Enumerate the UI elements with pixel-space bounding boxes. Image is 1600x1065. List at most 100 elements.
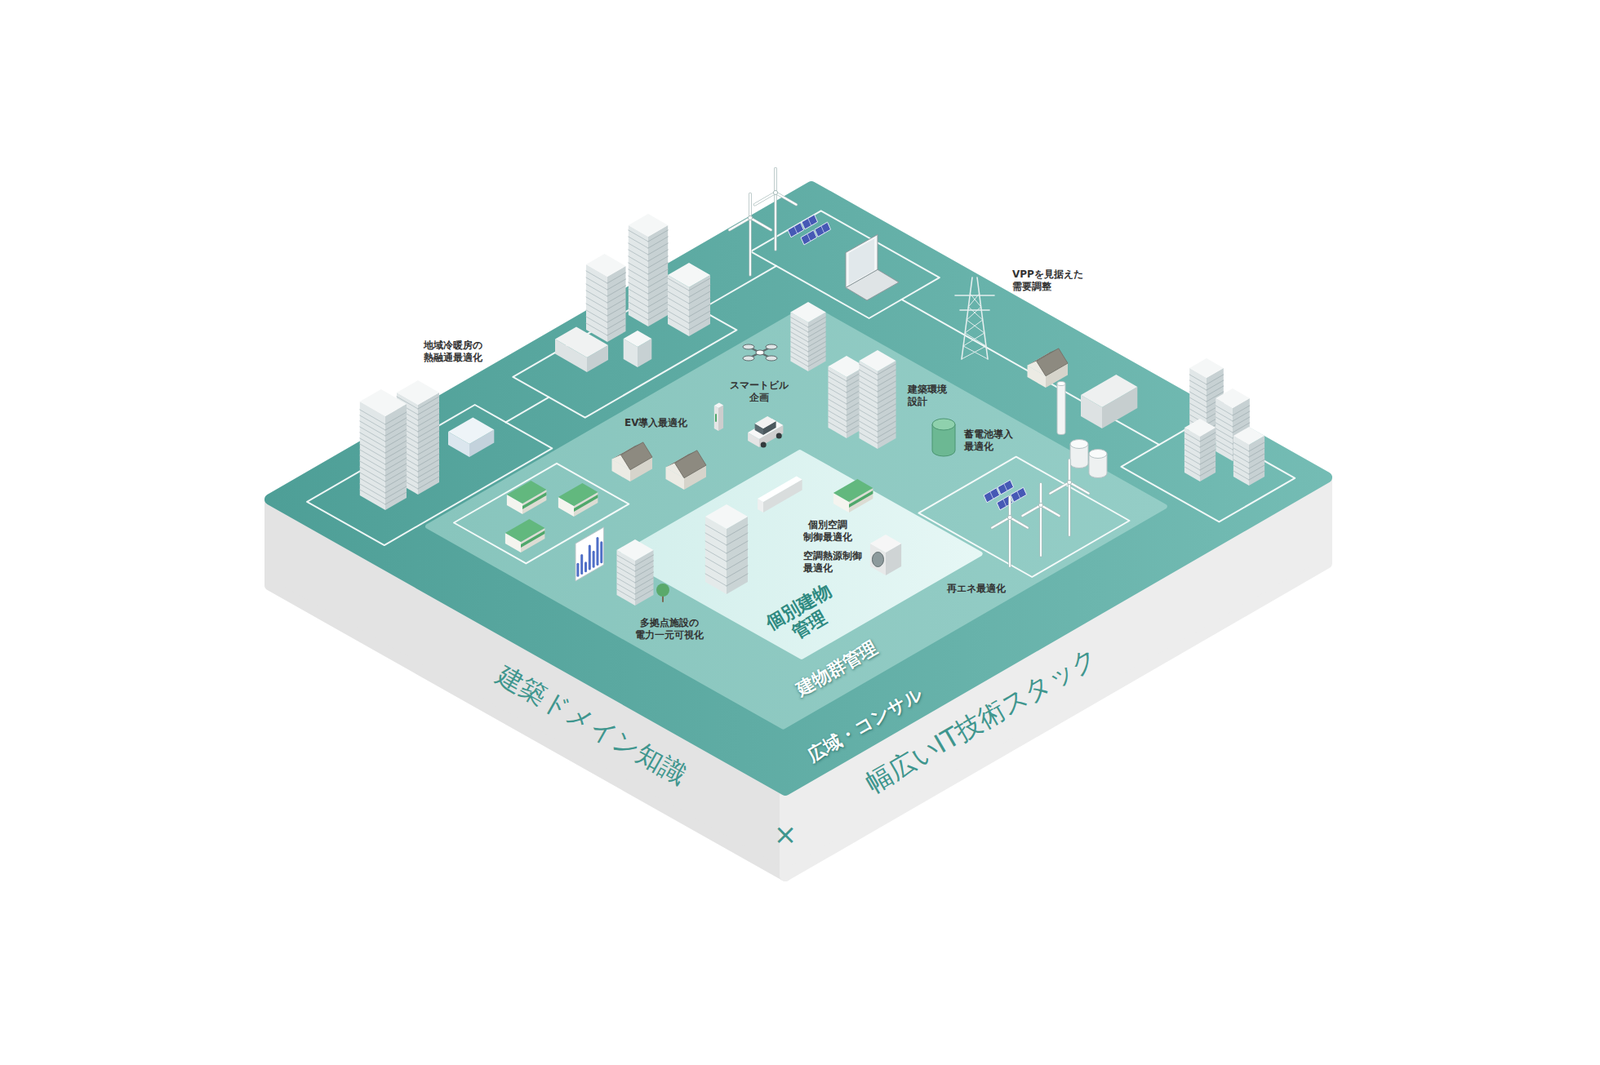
- tower-floor: [417, 465, 440, 478]
- drone-body: [755, 350, 765, 356]
- solar-grid: [990, 491, 994, 499]
- office-tower-floor: [877, 404, 897, 415]
- wire-loop: [453, 463, 629, 565]
- turbine-blade: [775, 192, 796, 205]
- tower-floor: [1215, 417, 1233, 427]
- facility-building-floor: [635, 583, 654, 595]
- turbine-blade: [1008, 497, 1011, 518]
- drone-rotor: [765, 344, 778, 350]
- low-building: [623, 330, 653, 347]
- office-tower-floor: [877, 432, 897, 444]
- tower-floor: [360, 466, 386, 482]
- side-label: 建築ドメイン知識: [491, 658, 693, 792]
- tower-floor: [1200, 455, 1216, 465]
- tower-floor: [385, 469, 407, 482]
- tower-floor: [385, 429, 407, 442]
- callout-label: VPPを見据えた 需要調整: [1012, 268, 1084, 294]
- smart-building-floor: [790, 332, 809, 343]
- drone-rotor: [742, 355, 755, 361]
- outdoor-unit-fan: [871, 552, 884, 568]
- tower-floor: [1200, 444, 1216, 454]
- office-tower-floor: [648, 288, 668, 301]
- office-building-floor: [607, 292, 627, 303]
- row-house: [833, 479, 874, 503]
- office-building-floor: [688, 311, 711, 324]
- smart-building: [790, 312, 809, 373]
- turbine-blade: [1049, 482, 1070, 494]
- callout-label: 地域冷暖房の 熱融通最適化: [423, 339, 483, 365]
- chart-bar: [595, 537, 599, 565]
- turbine-tower: [773, 192, 777, 250]
- turbine-blade: [1069, 482, 1089, 494]
- turbine-blade: [1039, 484, 1043, 506]
- office-tower-floor: [628, 275, 649, 288]
- facility-building-floor: [616, 589, 636, 600]
- ev-charger: [718, 405, 724, 432]
- tower: [1200, 427, 1216, 482]
- tower-floor: [360, 421, 386, 436]
- wire-loop: [751, 210, 940, 319]
- tower-floor: [417, 419, 440, 432]
- battery: [932, 418, 956, 431]
- office-tower-floor: [628, 230, 649, 242]
- tower-floor: [1215, 422, 1233, 433]
- solar-grid: [1003, 499, 1007, 507]
- office-building: [828, 366, 848, 439]
- tower-floor: [360, 444, 386, 459]
- tower-floor: [360, 426, 386, 442]
- turbine-blade: [1040, 484, 1042, 506]
- turbine-blade: [755, 192, 776, 205]
- tower: [1189, 358, 1224, 378]
- office-tower-floor: [628, 288, 649, 301]
- tower-floor: [1248, 453, 1265, 463]
- office-tower-floor: [648, 262, 668, 275]
- chart-panel: [575, 527, 605, 582]
- smart-building-floor: [790, 342, 809, 353]
- office-tower-floor: [877, 369, 897, 381]
- tower-floor: [1215, 434, 1233, 445]
- office-building-floor: [607, 311, 627, 323]
- wire-layer: [306, 210, 1295, 578]
- tower-floor: [385, 486, 407, 499]
- solar-panel: [801, 214, 818, 230]
- office-building-floor: [607, 279, 627, 290]
- office-tower-floor: [628, 256, 649, 268]
- callout-label: 多拠点施設の 電力一元可視化: [635, 617, 704, 642]
- office-tower-floor: [628, 243, 649, 255]
- smart-building-floor: [808, 327, 827, 338]
- pylon-lattice: [964, 320, 983, 334]
- office-building-floor: [827, 376, 847, 387]
- solar-grid: [821, 226, 825, 234]
- office-tower-floor: [648, 275, 668, 288]
- pylon-lattice: [966, 306, 981, 320]
- smart-building-floor: [808, 337, 827, 348]
- turbine-tower: [749, 217, 752, 276]
- pylon-lattice: [966, 320, 985, 334]
- solar-panel: [800, 230, 818, 245]
- pylon: [960, 309, 990, 312]
- tower-floor: [417, 459, 440, 472]
- office-building-floor: [586, 290, 608, 303]
- tower-floor: [417, 436, 440, 449]
- tower-floor: [1248, 471, 1265, 480]
- office-building-floor: [607, 285, 627, 297]
- tower-floor: [1189, 408, 1207, 419]
- tower-floor: [360, 409, 386, 425]
- facility-building-floor: [616, 560, 636, 572]
- row-house-awning: [520, 530, 545, 548]
- side-label: 幅広いIT技術スタック: [860, 640, 1105, 800]
- office-building-floor: [586, 271, 608, 284]
- cooling-tower: [1088, 449, 1107, 459]
- turbine-blade: [1022, 505, 1041, 516]
- solar-grid: [1017, 491, 1021, 499]
- row-house-awning: [573, 494, 598, 512]
- tower: [417, 392, 440, 495]
- tower-floor: [417, 442, 440, 455]
- office-building-floor: [688, 297, 711, 311]
- inner-building: [726, 516, 748, 595]
- tower-floor: [1189, 374, 1207, 385]
- smart-building-floor: [790, 322, 809, 334]
- office-building-floor: [586, 297, 608, 310]
- office-building-floor: [827, 404, 847, 416]
- office-building-floor: [586, 310, 608, 323]
